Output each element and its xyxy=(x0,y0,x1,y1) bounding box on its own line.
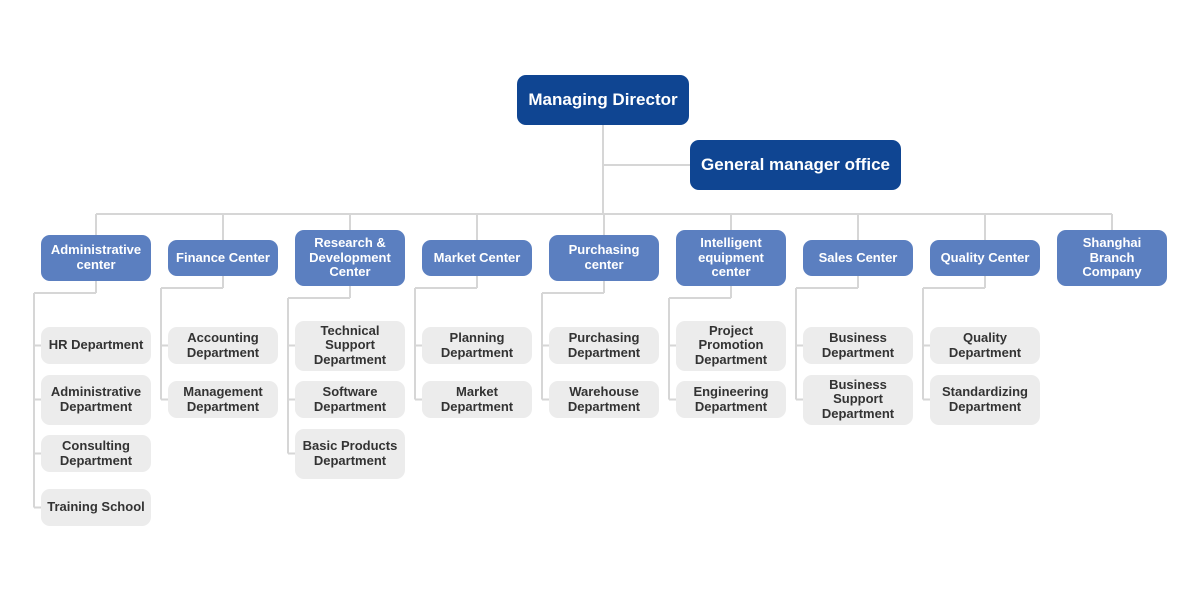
center-box-sales-center: Sales Center xyxy=(803,240,913,276)
department-box-administrative-department: Administrative Department xyxy=(41,374,151,425)
center-box-purchasing-center: Purchasing center xyxy=(549,235,659,281)
department-box-consulting-department: Consulting Department xyxy=(41,435,151,472)
center-box-research-development-center: Research & Development Center xyxy=(295,230,405,286)
department-box-market-department: Market Department xyxy=(422,381,532,418)
center-box-quality-center: Quality Center xyxy=(930,240,1040,276)
managing-director-box: Managing Director xyxy=(517,75,689,125)
department-box-technical-support-department: Technical Support Department xyxy=(295,320,405,371)
department-box-business-department: Business Department xyxy=(803,327,913,364)
department-box-training-school: Training School xyxy=(41,489,151,526)
center-box-administrative-center: Administrative center xyxy=(41,235,151,281)
general-manager-office-box: General manager office xyxy=(690,140,901,190)
department-box-project-promotion-department: Project Promotion Department xyxy=(676,320,786,371)
center-box-intelligent-equipment-center: Intelligent equipment center xyxy=(676,230,786,286)
department-box-accounting-department: Accounting Department xyxy=(168,327,278,364)
department-box-hr-department: HR Department xyxy=(41,327,151,364)
center-box-finance-center: Finance Center xyxy=(168,240,278,276)
department-box-standardizing-department: Standardizing Department xyxy=(930,374,1040,425)
department-box-business-support-department: Business Support Department xyxy=(803,374,913,425)
department-box-quality-department: Quality Department xyxy=(930,327,1040,364)
department-box-basic-products-department: Basic Products Department xyxy=(295,428,405,479)
department-box-purchasing-department: Purchasing Department xyxy=(549,327,659,364)
department-box-warehouse-department: Warehouse Department xyxy=(549,381,659,418)
center-box-market-center: Market Center xyxy=(422,240,532,276)
department-box-engineering-department: Engineering Department xyxy=(676,381,786,418)
department-box-management-department: Management Department xyxy=(168,381,278,418)
department-box-planning-department: Planning Department xyxy=(422,327,532,364)
department-box-software-department: Software Department xyxy=(295,381,405,418)
center-box-shanghai-branch-company: Shanghai Branch Company xyxy=(1057,230,1167,286)
